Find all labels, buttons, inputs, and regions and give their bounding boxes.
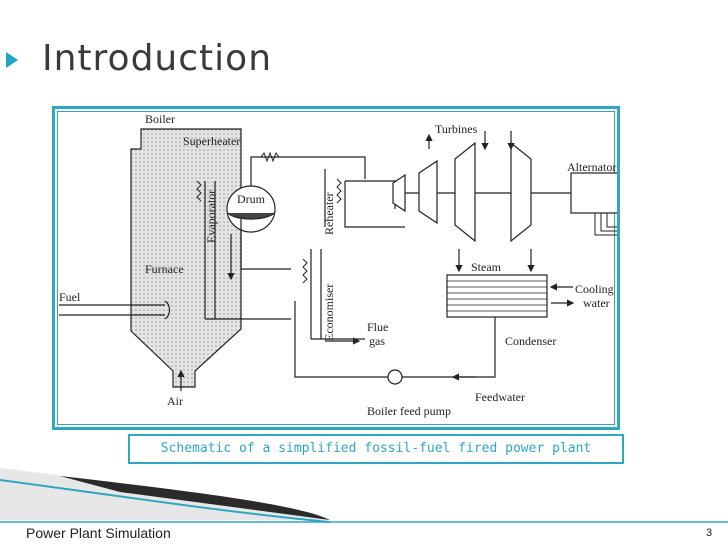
reheater (324, 169, 405, 228)
label-furnace: Furnace (145, 262, 184, 276)
diagram-frame-inner (57, 111, 615, 425)
hp-turbine (392, 173, 406, 213)
diagram-frame: Boiler Superheater Turbines Evaporator D… (52, 106, 620, 430)
feedwater-pipe (393, 317, 496, 378)
label-water: water (583, 296, 610, 310)
title-bullet-icon (6, 52, 18, 68)
footer-title: Power Plant Simulation (26, 525, 171, 541)
label-feedwater: Feedwater (475, 390, 525, 404)
label-drum: Drum (237, 192, 266, 206)
alternator (570, 172, 617, 214)
page-number: 3 (706, 527, 713, 539)
economiser (310, 249, 365, 340)
lp-turbine-1 (454, 141, 476, 243)
boiler-body (130, 128, 242, 388)
label-air: Air (167, 394, 183, 408)
label-evaporator: Evaporator (204, 190, 218, 243)
label-fuel: Fuel (59, 290, 81, 304)
condenser (446, 274, 548, 318)
label-boiler: Boiler (145, 112, 175, 126)
label-cooling: Cooling (575, 282, 614, 296)
label-economiser: Economiser (322, 284, 336, 341)
power-plant-schematic: Boiler Superheater Turbines Evaporator D… (59, 112, 617, 418)
label-steam: Steam (471, 260, 502, 274)
slide-title: Introduction (42, 38, 273, 79)
label-condenser: Condenser (505, 334, 556, 348)
boiler-feed-pump (387, 369, 403, 385)
label-flue: Flue (367, 320, 388, 334)
ip-turbine (418, 159, 438, 225)
diagram-caption: Schematic of a simplified fossil-fuel fi… (128, 434, 624, 464)
label-superheater: Superheater (183, 134, 240, 148)
fuel-pipe (59, 304, 165, 316)
label-alternator: Alternator (567, 160, 616, 174)
label-turbines: Turbines (435, 122, 478, 136)
superheater-pipe (250, 156, 291, 186)
label-boiler-feed-pump: Boiler feed pump (367, 404, 451, 418)
label-gas: gas (369, 334, 385, 348)
label-reheater: Reheater (322, 192, 336, 235)
lp-turbine-2 (510, 141, 532, 243)
